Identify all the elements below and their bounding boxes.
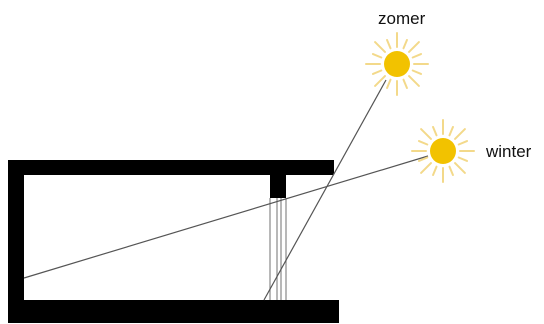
sun-ray-stroke [387,40,390,48]
summer-sun-icon [366,33,428,95]
sun-ray-stroke [450,127,453,135]
window-lintel [270,160,286,198]
sun-ray-stroke [404,80,407,88]
sun-ray-stroke [419,141,427,144]
sun-ray-stroke [433,167,436,175]
sun-ray-stroke [387,80,390,88]
sun-ray-stroke [421,163,431,173]
sun-ray-stroke [409,76,419,86]
sun-core [430,138,456,164]
building-section [8,160,339,323]
sun-core [384,51,410,77]
sun-ray-stroke [409,42,419,52]
sun-ray-stroke [433,127,436,135]
sun-ray-stroke [455,129,465,139]
sun-ray-stroke [373,54,381,57]
floor-slab [8,300,339,323]
back-wall [8,160,24,323]
sun-ray-stroke [455,163,465,173]
sun-ray-stroke [421,129,431,139]
sun-ray-stroke [373,71,381,74]
winter-sun-icon [412,120,474,182]
summer-label: zomer [378,9,426,28]
winter-label: winter [485,142,532,161]
sun-ray-stroke [450,167,453,175]
sun-ray-stroke [413,54,421,57]
sun-ray-stroke [459,158,467,161]
sun-ray-stroke [459,141,467,144]
sun-ray-stroke [413,71,421,74]
sun-ray-stroke [375,42,385,52]
sun-ray-stroke [404,40,407,48]
